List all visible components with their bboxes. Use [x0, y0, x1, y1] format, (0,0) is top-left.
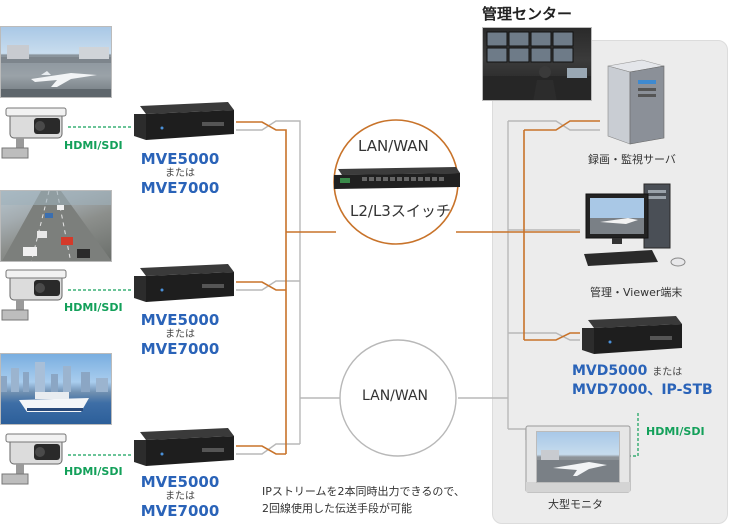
- primary-line-enc1: [236, 121, 287, 454]
- secondary-line-enc3: [236, 443, 300, 455]
- lan-wan-secondary-circle: [339, 339, 457, 457]
- monitor-label: 大型モニタ: [548, 498, 603, 511]
- or-text: または: [165, 168, 195, 179]
- encoder-label-1: MVE5000 または MVE7000: [130, 151, 230, 197]
- or-text: または: [165, 329, 195, 340]
- primary-line-server: [524, 120, 600, 131]
- server-tower-icon: [607, 59, 665, 145]
- model-name: MVE5000: [140, 311, 220, 329]
- camera-icon: [1, 433, 67, 485]
- decoder-device-icon: [582, 316, 682, 354]
- hdmi-sdi-label: HDMI/SDI: [64, 139, 123, 152]
- secondary-line-server: [508, 120, 600, 131]
- network-switch-icon: [334, 167, 460, 189]
- decoder-label-line2: MVD7000、IP-STB: [572, 382, 713, 398]
- primary-line-enc3: [236, 445, 286, 455]
- primary-line-decoder: [524, 332, 580, 341]
- lan-wan-secondary-label: LAN/WAN: [362, 388, 429, 404]
- switch-label: L2/L3スイッチ: [350, 202, 451, 220]
- server-label: 録画・監視サーバ: [588, 153, 676, 166]
- decoder-label: MVD5000 または: [572, 363, 682, 379]
- hdmi-sdi-label: HDMI/SDI: [646, 425, 705, 438]
- dual-stream-note: IPストリームを2本同時出力できるので、 2回線使用した伝送手段が可能: [262, 483, 465, 517]
- viewer-terminal-icon: [584, 183, 686, 267]
- hdmi-sdi-label: HDMI/SDI: [64, 465, 123, 478]
- model-name: MVE7000: [140, 340, 220, 358]
- viewer-terminal-label: 管理・Viewer端末: [590, 286, 683, 299]
- model-name: MVE5000: [140, 473, 220, 491]
- or-text: または: [652, 367, 683, 378]
- management-center-title: 管理センター: [482, 5, 573, 23]
- harbor-camera-image: [0, 353, 112, 425]
- encoder-label-3: MVE5000 または MVE7000: [130, 474, 230, 520]
- or-text: または: [165, 491, 195, 502]
- decoder-model-name: MVD5000: [572, 363, 648, 379]
- model-name: MVE7000: [140, 502, 220, 520]
- encoder-device-icon: [134, 428, 234, 466]
- primary-line-enc2: [236, 281, 286, 291]
- monitor-screen-image: [536, 431, 620, 483]
- encoder-label-2: MVE5000 または MVE7000: [130, 312, 230, 358]
- highway-camera-image: [0, 190, 112, 262]
- control-room-image: [482, 27, 592, 101]
- camera-icon: [1, 269, 67, 321]
- airport-camera-image: [0, 26, 112, 98]
- camera-icon: [1, 107, 67, 159]
- model-name: MVE5000: [140, 150, 220, 168]
- note-line: 2回線使用した伝送手段が可能: [262, 502, 412, 515]
- encoder-device-icon: [134, 102, 234, 140]
- note-line: IPストリームを2本同時出力できるので、: [262, 485, 465, 498]
- hdmi-sdi-label: HDMI/SDI: [64, 301, 123, 314]
- lan-wan-primary-label: LAN/WAN: [358, 137, 429, 155]
- encoder-device-icon: [134, 264, 234, 302]
- secondary-line-enc1: [236, 120, 301, 444]
- model-name: MVE7000: [140, 179, 220, 197]
